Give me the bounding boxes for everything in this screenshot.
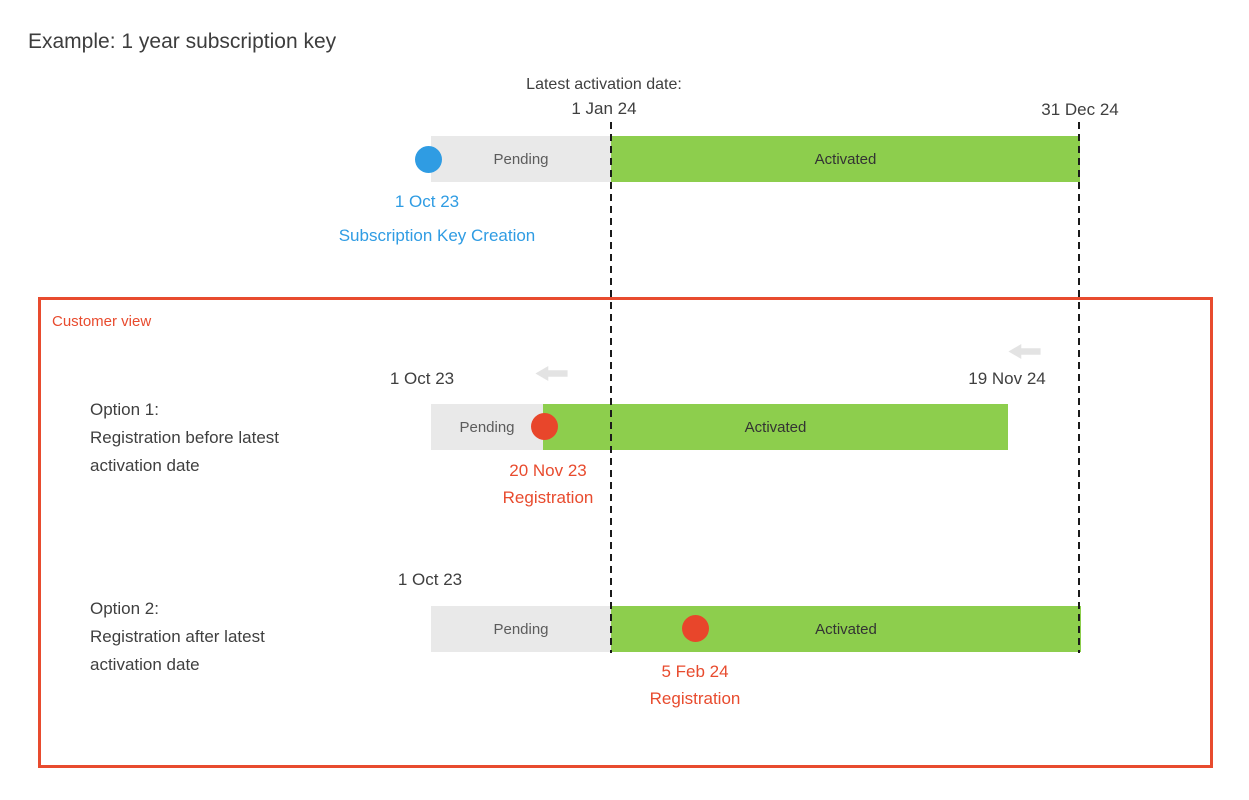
- customer-view-box: [38, 297, 1213, 768]
- option2-line2: Registration after latest: [90, 627, 265, 646]
- option2-start-date: 1 Oct 23: [397, 570, 463, 589]
- option1-description: Option 1: Registration before latest act…: [90, 396, 279, 480]
- customer-view-label: Customer view: [52, 313, 152, 330]
- option1-registration-label: Registration: [502, 488, 594, 507]
- latest-activation-date-label: Latest activation date:: [526, 76, 682, 93]
- registration-dot-icon: [531, 413, 558, 440]
- option2-registration-date: 5 Feb 24: [661, 662, 729, 681]
- expiry-date-value: 31 Dec 24: [1041, 100, 1119, 119]
- activated-segment: Activated: [611, 136, 1080, 182]
- creation-timeline-bar: Pending Activated: [431, 136, 1080, 182]
- pending-segment: Pending: [431, 606, 611, 652]
- option1-line3: activation date: [90, 456, 200, 475]
- option1-line2: Registration before latest: [90, 428, 279, 447]
- option1-registration-date: 20 Nov 23: [509, 461, 587, 480]
- expiry-date-dashed-line: [1078, 122, 1080, 653]
- option2-title: Option 2:: [90, 599, 159, 618]
- option1-title: Option 1:: [90, 400, 159, 419]
- arrow-left-icon: [535, 366, 568, 381]
- creation-caption: Subscription Key Creation: [338, 226, 536, 245]
- activation-date-value: 1 Jan 24: [571, 99, 637, 118]
- pending-segment: Pending: [431, 404, 543, 450]
- activation-date-dashed-line: [610, 122, 612, 653]
- registration-dot-icon: [682, 615, 709, 642]
- option2-line3: activation date: [90, 655, 200, 674]
- option1-start-date: 1 Oct 23: [389, 369, 455, 388]
- pending-segment: Pending: [431, 136, 611, 182]
- creation-dot-icon: [415, 146, 442, 173]
- option2-description: Option 2: Registration after latest acti…: [90, 595, 265, 679]
- activated-segment: Activated: [543, 404, 1008, 450]
- page-title: Example: 1 year subscription key: [28, 30, 337, 53]
- creation-date: 1 Oct 23: [394, 192, 460, 211]
- option1-end-date: 19 Nov 24: [968, 369, 1046, 388]
- option2-registration-label: Registration: [649, 689, 741, 708]
- option2-timeline-bar: Pending Activated: [431, 606, 1081, 652]
- option1-timeline-bar: Pending Activated: [431, 404, 1008, 450]
- arrow-left-icon: [1008, 344, 1041, 359]
